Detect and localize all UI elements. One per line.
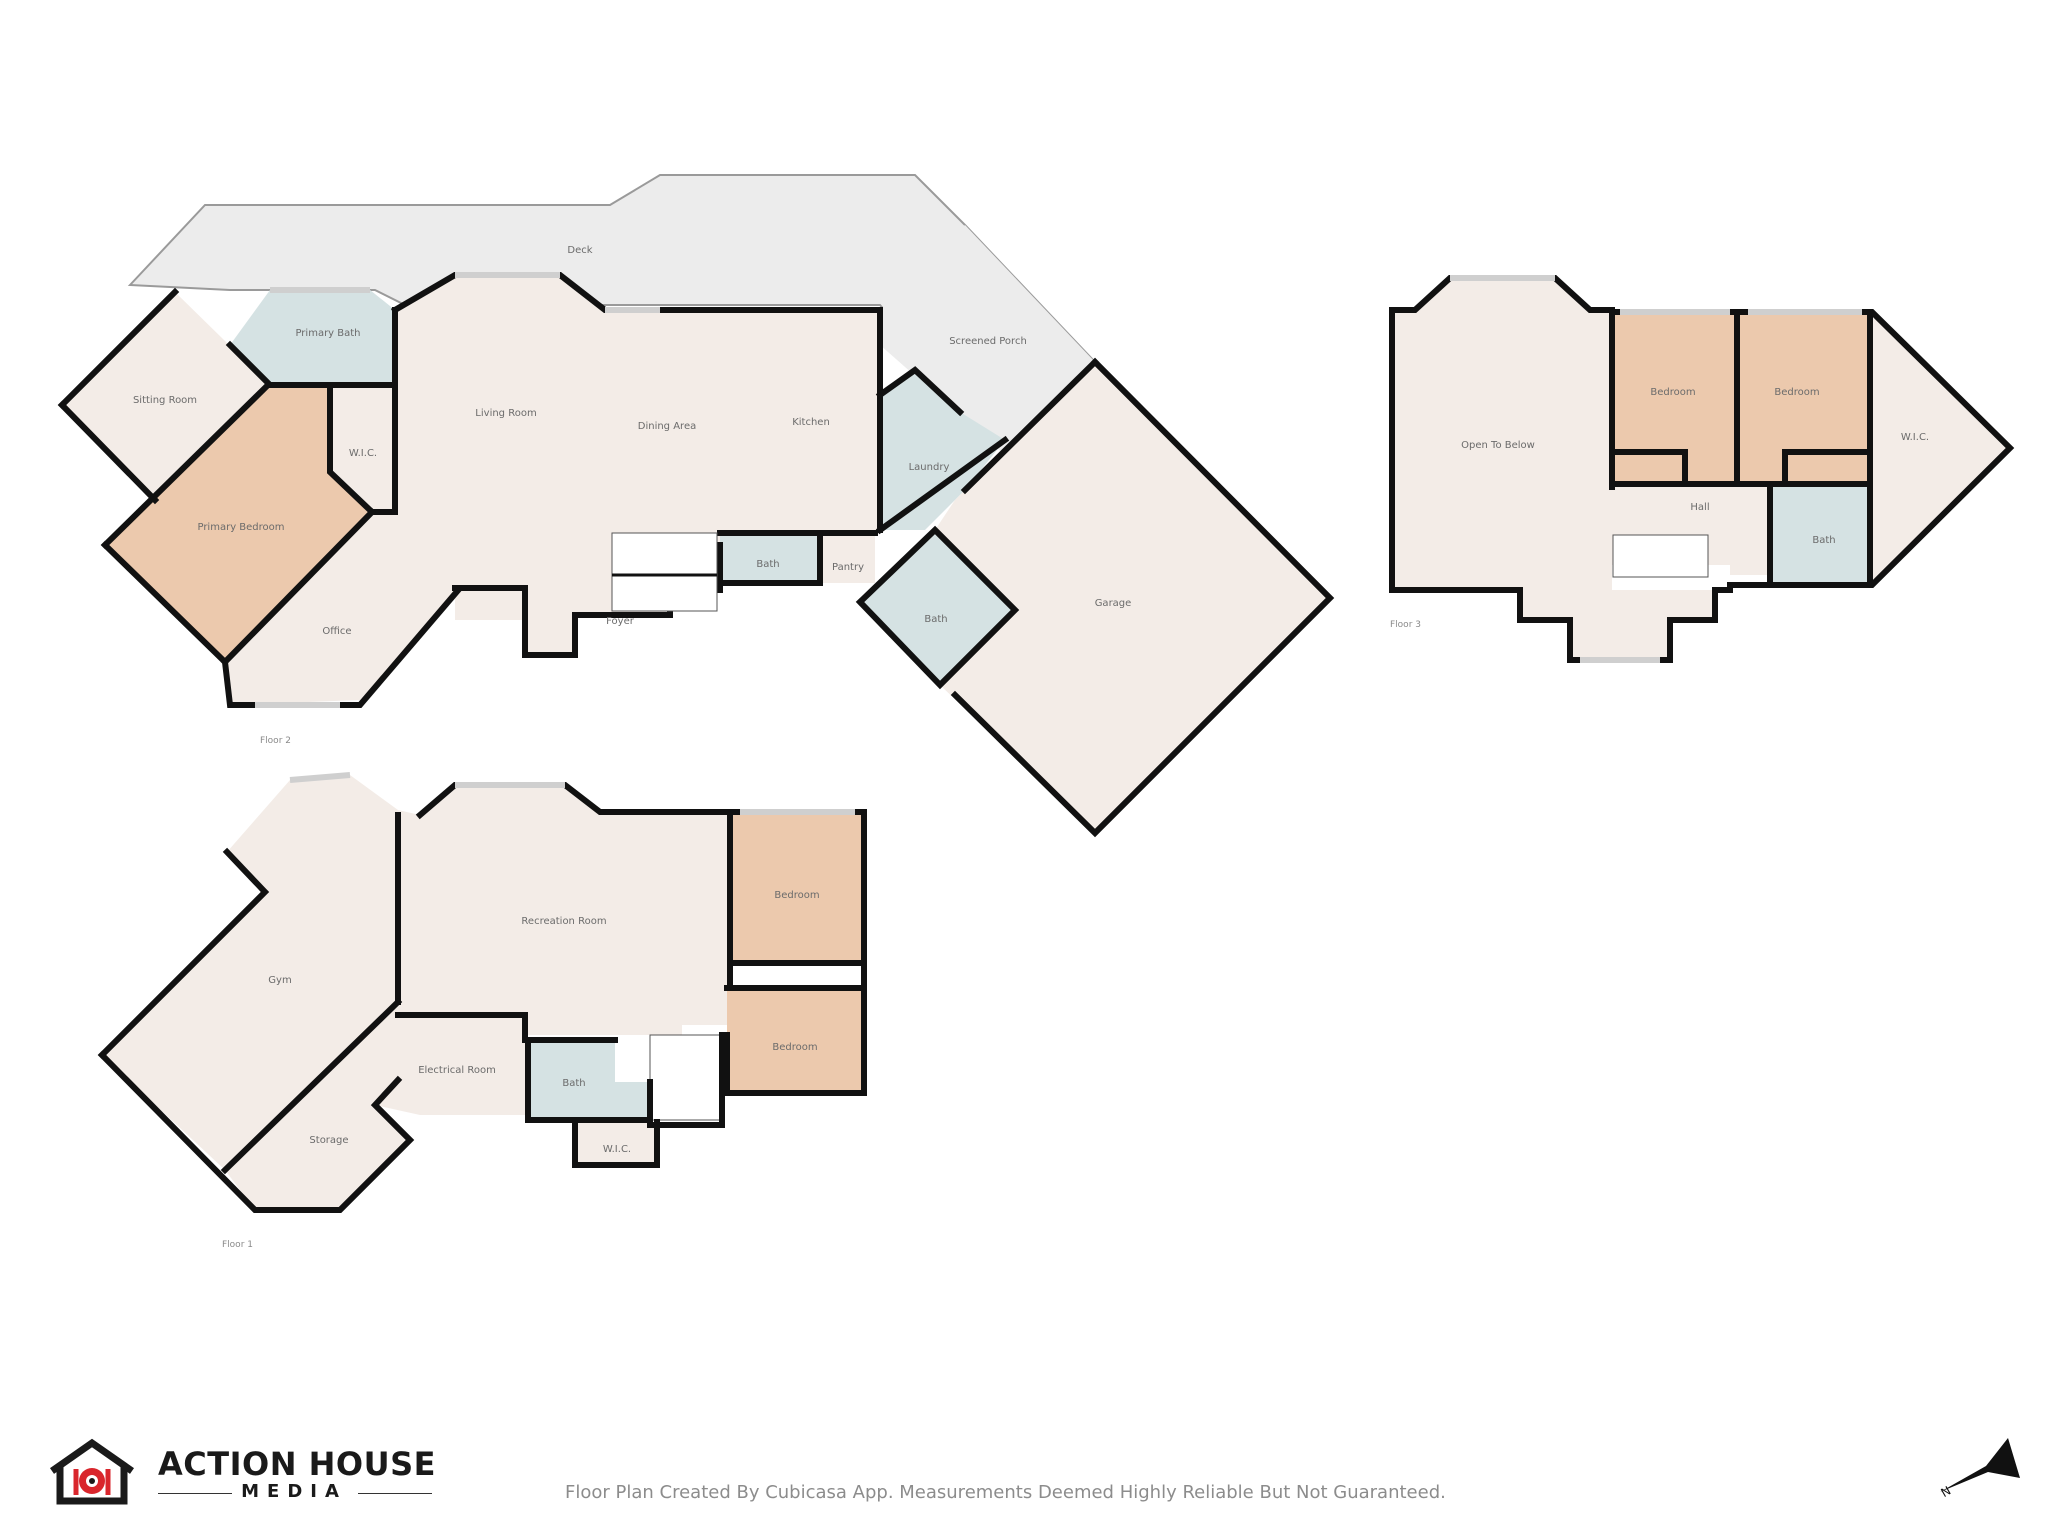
room-electrical: [375, 1015, 525, 1115]
room-bedroom-f1-a: [732, 815, 864, 963]
label-bath-f2-a: Bath: [756, 559, 779, 570]
room-bedroom-f3-a: [1612, 312, 1737, 484]
room-screened-porch: [880, 225, 1095, 455]
room-pantry: [820, 533, 875, 583]
label-dining-area: Dining Area: [638, 421, 696, 432]
label-living-room: Living Room: [475, 408, 536, 419]
floor-3: Open To Below Bedroom Bedroom W.I.C. Hal…: [1389, 275, 2015, 663]
room-wic-f2: [330, 385, 395, 512]
label-hall: Hall: [1690, 502, 1709, 513]
label-bath-f1: Bath: [562, 1078, 585, 1089]
stairs-floor-2: [611, 532, 718, 612]
room-bath-f2-a: [720, 533, 820, 583]
walls-floor-1: [97, 847, 270, 1060]
label-bedroom-f1-a: Bedroom: [774, 890, 819, 901]
label-recreation-room: Recreation Room: [521, 916, 606, 927]
floor-1: Gym Recreation Room Bedroom Bedroom Elec…: [97, 772, 867, 1250]
house-logo-icon: [49, 1438, 135, 1505]
brand-name: ACTION HOUSE: [158, 1445, 436, 1483]
label-primary-bath: Primary Bath: [295, 328, 360, 339]
label-bedroom-f3-a: Bedroom: [1650, 387, 1695, 398]
label-bath-f2-b: Bath: [924, 614, 947, 625]
label-gym: Gym: [268, 975, 291, 986]
stairs-floor-3: [1612, 534, 1709, 578]
room-bedroom-f3-b: [1740, 312, 1870, 484]
label-floor-1: Floor 1: [222, 1240, 253, 1250]
footer-disclaimer: Floor Plan Created By Cubicasa App. Meas…: [565, 1482, 1446, 1503]
room-main-living: [395, 275, 880, 655]
label-bedroom-f1-b: Bedroom: [772, 1042, 817, 1053]
floor-2: Deck Primary Bath Sitting Room W.I.C. Pr…: [57, 174, 1335, 838]
walls-floor-2: [57, 287, 180, 410]
label-floor-3: Floor 3: [1390, 620, 1421, 630]
label-bath-f3: Bath: [1812, 535, 1835, 546]
brand-sub: MEDIA: [241, 1481, 347, 1502]
room-lower-bay: [1520, 590, 1715, 660]
label-pantry: Pantry: [832, 562, 864, 573]
label-office: Office: [322, 626, 351, 637]
room-open-to-below: [1392, 278, 1612, 590]
label-sitting-room: Sitting Room: [133, 395, 197, 406]
label-wic-f3: W.I.C.: [1901, 432, 1929, 443]
north-compass: N: [1930, 1430, 2020, 1500]
walls-floor-3: [1389, 307, 2015, 663]
label-wic-f2: W.I.C.: [349, 448, 377, 459]
brand-logo: ACTION HOUSE MEDIA: [46, 1437, 466, 1507]
label-kitchen: Kitchen: [792, 417, 830, 428]
room-garage: [935, 362, 1330, 833]
label-primary-bedroom: Primary Bedroom: [197, 522, 284, 533]
compass-arrow-icon: N: [1939, 1438, 2020, 1500]
label-bedroom-f3-b: Bedroom: [1774, 387, 1819, 398]
room-wic-f1: [575, 1122, 657, 1165]
room-sitting-room: [62, 292, 270, 500]
room-wic-f3: [1872, 312, 2010, 585]
room-bath-f1: [528, 1040, 650, 1120]
room-primary-bath: [230, 290, 395, 385]
room-bath-f3: [1770, 487, 1870, 585]
label-garage: Garage: [1095, 598, 1132, 609]
room-storage: [225, 1002, 410, 1210]
label-electrical-room: Electrical Room: [418, 1065, 496, 1076]
room-recreation: [398, 785, 730, 1035]
label-screened-porch: Screened Porch: [949, 336, 1027, 347]
label-floor-2: Floor 2: [260, 736, 291, 746]
label-storage: Storage: [309, 1135, 348, 1146]
label-deck: Deck: [567, 245, 592, 256]
room-laundry: [880, 370, 1005, 530]
label-wic-f1: W.I.C.: [603, 1144, 631, 1155]
stairs-floor-1: [649, 1034, 723, 1121]
room-primary-bedroom: [105, 385, 372, 662]
label-laundry: Laundry: [909, 462, 950, 473]
label-open-to-below: Open To Below: [1461, 440, 1535, 451]
room-bedroom-f1-b: [727, 988, 864, 1093]
label-foyer: Foyer: [606, 616, 635, 627]
